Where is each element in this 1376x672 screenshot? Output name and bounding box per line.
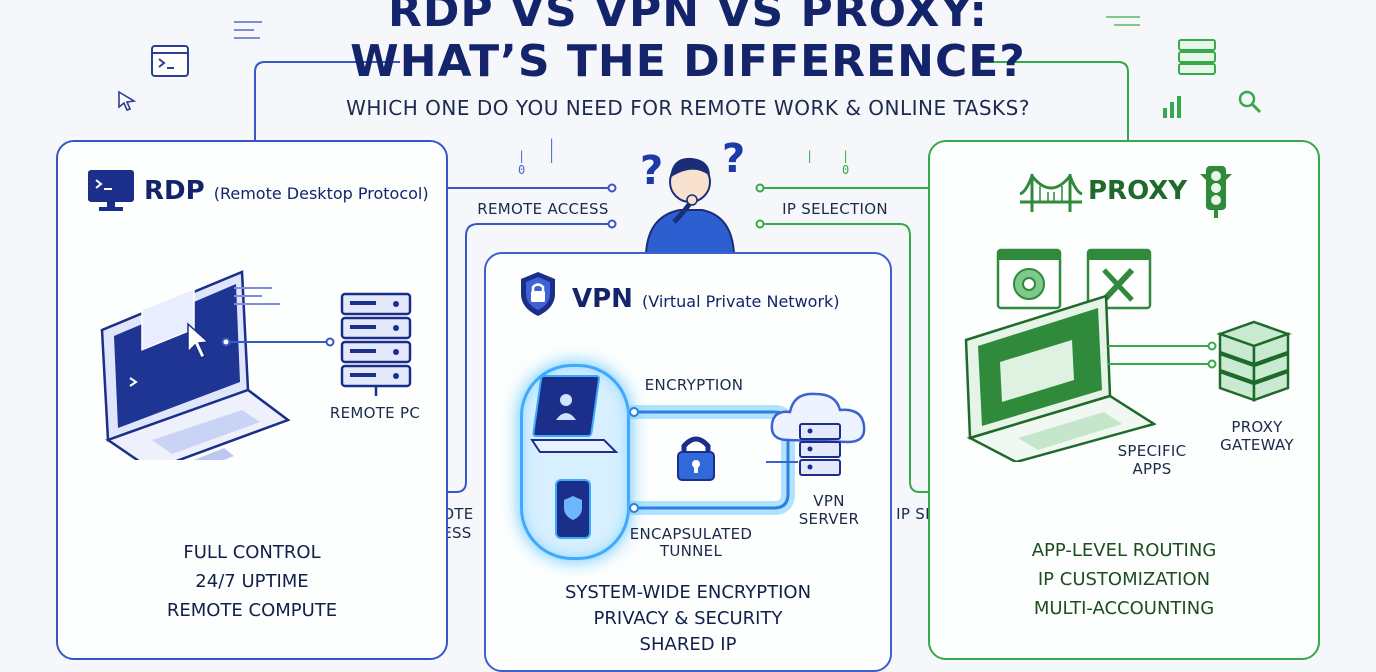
- browser-icon: [996, 248, 1062, 310]
- svg-text:0: 0: [518, 163, 525, 177]
- svg-text:|: |: [842, 149, 849, 163]
- cursor-icon: [118, 90, 137, 111]
- remote-access-label-top: REMOTE ACCESS: [477, 200, 609, 218]
- tunnel-label-line1: ENCAPSULATED: [629, 525, 753, 543]
- traffic-light-icon: [1200, 166, 1232, 218]
- vpn-panel: VPN (Virtual Private Network) ENCRYPTION…: [484, 252, 892, 672]
- vpn-feature-1: SYSTEM-WIDE ENCRYPTION: [564, 582, 812, 603]
- laptop-icon-vpn: [530, 375, 619, 539]
- rdp-name: RDP: [144, 176, 205, 206]
- ip-selection-label-top: IP SELECTION: [782, 200, 888, 218]
- vpn-name: VPN: [572, 284, 633, 314]
- rdp-link-line: [221, 337, 335, 347]
- shield-lock-icon: [521, 272, 555, 316]
- tools-icon: [1086, 248, 1152, 310]
- page-title-line2: WHAT’S THE DIFFERENCE?: [350, 36, 1026, 87]
- page-subtitle: WHICH ONE DO YOU NEED FOR REMOTE WORK & …: [346, 96, 1030, 120]
- proxy-link-lines: [1108, 341, 1217, 369]
- encryption-label: ENCRYPTION: [644, 376, 744, 394]
- vpn-title: VPN (Virtual Private Network): [572, 284, 840, 314]
- cloud-icon: [766, 392, 866, 476]
- proxy-gateway-label-line1: PROXY: [1231, 418, 1283, 436]
- padlock-icon: [677, 436, 715, 481]
- vpn-server-label-line1: VPN: [813, 492, 845, 510]
- specific-apps-label-line2: APPS: [1132, 460, 1172, 478]
- server-icon: [340, 292, 412, 396]
- svg-text:|: |: [548, 137, 555, 151]
- rdp-feature-3: REMOTE COMPUTE: [166, 600, 338, 621]
- search-icon: [1238, 90, 1262, 114]
- vpn-features: SYSTEM-WIDE ENCRYPTION PRIVACY & SECURIT…: [486, 580, 890, 658]
- laptop-icon: [100, 270, 291, 460]
- rdp-feature-2: 24/7 UPTIME: [195, 571, 309, 592]
- tunnel-label: ENCAPSULATED TUNNEL: [626, 526, 756, 560]
- vpn-server-label: VPN SERVER: [784, 492, 874, 528]
- monitor-icon: [88, 170, 134, 211]
- rdp-title: RDP (Remote Desktop Protocol): [144, 176, 429, 206]
- page-title-line1: RDP VS VPN VS PROXY:: [387, 0, 989, 37]
- vpn-feature-3: SHARED IP: [639, 634, 737, 655]
- svg-text:0: 0: [842, 163, 849, 177]
- rdp-feature-1: FULL CONTROL: [183, 542, 321, 563]
- specific-apps-label: SPECIFIC APPS: [1102, 442, 1202, 478]
- svg-text:?: ?: [640, 148, 663, 194]
- proxy-gateway-label: PROXY GATEWAY: [1202, 418, 1312, 454]
- svg-text:|: |: [518, 149, 525, 163]
- proxy-feature-3: MULTI-ACCOUNTING: [1033, 598, 1215, 619]
- vpn-server-label-line2: SERVER: [798, 510, 860, 528]
- vpn-feature-2: PRIVACY & SECURITY: [593, 608, 783, 629]
- svg-text:|: |: [806, 149, 813, 163]
- remote-pc-label: REMOTE PC: [329, 404, 421, 422]
- person-thinking-icon: ? ?: [640, 138, 745, 254]
- code-lines-icon-green: [1106, 16, 1140, 26]
- rdp-panel: RDP (Remote Desktop Protocol) REMOTE PC …: [56, 140, 448, 660]
- bridge-icon: [1019, 174, 1083, 212]
- svg-text:|: |: [548, 149, 555, 163]
- rdp-features: FULL CONTROL 24/7 UPTIME REMOTE COMPUTE: [58, 538, 446, 625]
- proxy-feature-2: IP CUSTOMIZATION: [1037, 569, 1211, 590]
- rdp-full-name: (Remote Desktop Protocol): [213, 184, 429, 203]
- vpn-full-name: (Virtual Private Network): [642, 292, 840, 311]
- proxy-gateway-label-line2: GATEWAY: [1220, 436, 1294, 454]
- bar-chart-icon: [1163, 96, 1181, 118]
- specific-apps-label-line1: SPECIFIC: [1117, 442, 1187, 460]
- gateway-server-icon: [1216, 320, 1292, 402]
- proxy-feature-1: APP-LEVEL ROUTING: [1031, 540, 1217, 561]
- proxy-title: PROXY: [1088, 176, 1188, 206]
- tunnel-label-line2: TUNNEL: [659, 542, 723, 560]
- code-lines-icon: [234, 21, 262, 39]
- terminal-icon: [151, 45, 189, 77]
- proxy-panel: PROXY: [928, 140, 1320, 660]
- code-lines-icon-rdp: [234, 287, 280, 305]
- proxy-features: APP-LEVEL ROUTING IP CUSTOMIZATION MULTI…: [930, 536, 1318, 623]
- svg-text:?: ?: [722, 138, 745, 182]
- laptop-icon-proxy: [964, 294, 1156, 462]
- database-icon: [1178, 39, 1216, 75]
